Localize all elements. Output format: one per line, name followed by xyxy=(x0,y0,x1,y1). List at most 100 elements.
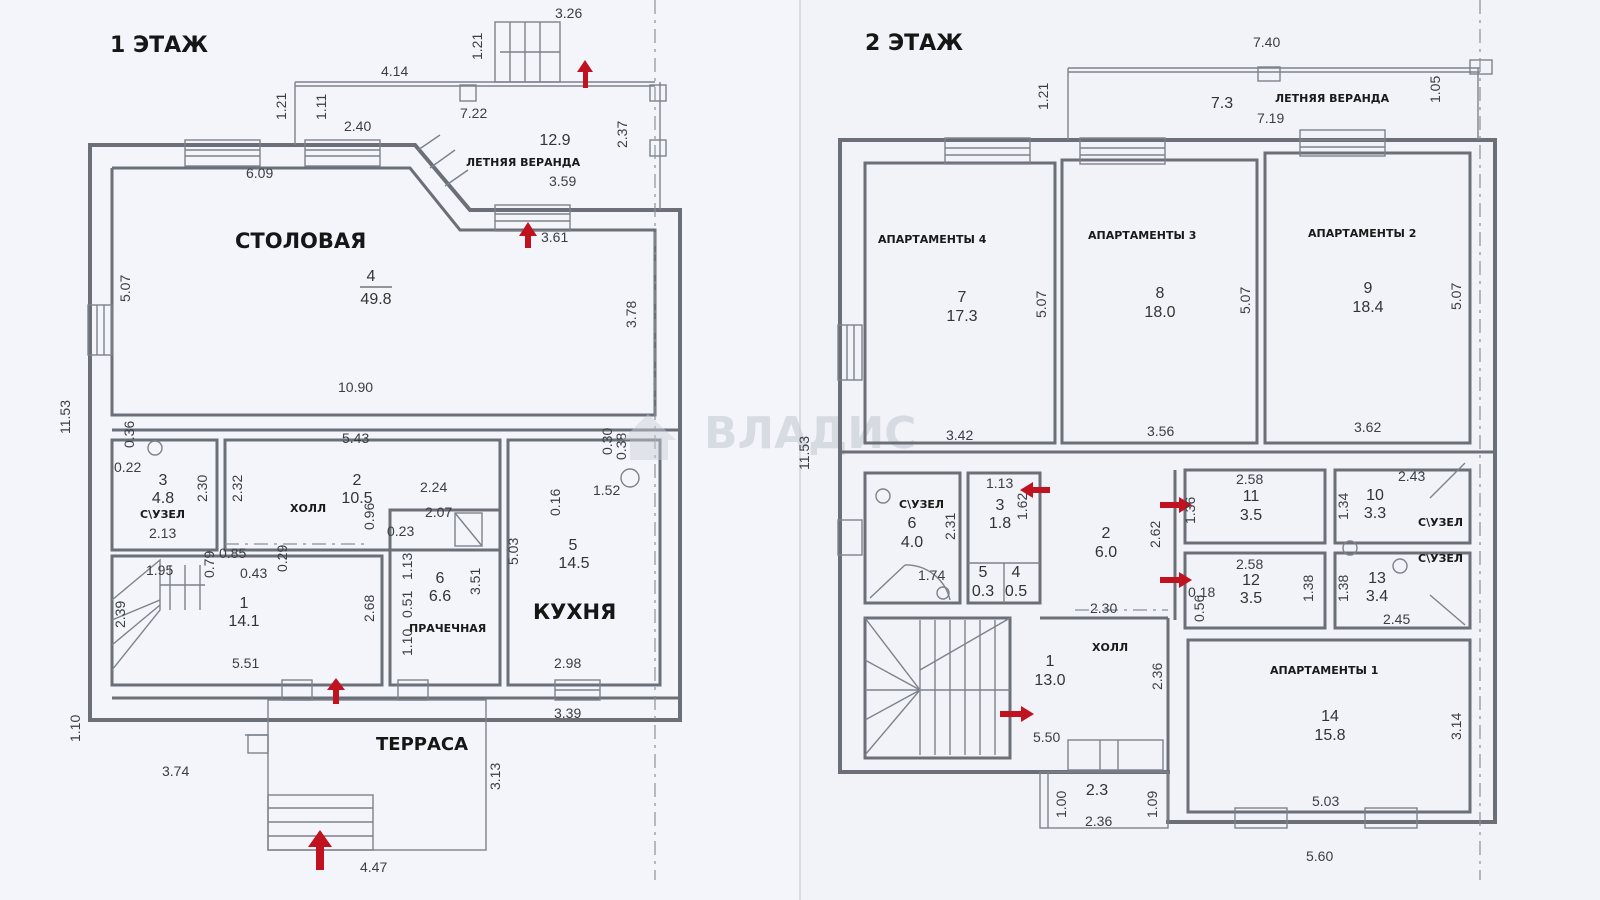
kitchen-area: 14.5 xyxy=(558,555,589,572)
hall1-area: 10.5 xyxy=(341,490,372,507)
svg-text:0.38: 0.38 xyxy=(613,433,629,460)
r3-area: 1.8 xyxy=(989,515,1011,532)
dining-label: СТОЛОВАЯ xyxy=(235,229,366,253)
veranda1-area: 12.9 xyxy=(539,132,570,149)
hall2-num: 1 xyxy=(1046,653,1055,670)
bath6-label: С\УЗЕЛ xyxy=(899,498,944,511)
svg-text:5.07: 5.07 xyxy=(1448,283,1464,310)
watermark-logo xyxy=(622,414,676,460)
svg-text:3.13: 3.13 xyxy=(487,763,503,790)
svg-text:1.05: 1.05 xyxy=(1427,76,1443,103)
floor1-arrows xyxy=(308,60,593,870)
svg-text:2.30: 2.30 xyxy=(1090,600,1117,616)
svg-text:2.62: 2.62 xyxy=(1147,521,1163,548)
svg-text:1.09: 1.09 xyxy=(1144,791,1160,818)
svg-text:0.23: 0.23 xyxy=(387,523,414,539)
svg-text:3.39: 3.39 xyxy=(554,705,581,721)
svg-text:3.14: 3.14 xyxy=(1448,713,1464,740)
apt3-num: 8 xyxy=(1156,285,1165,302)
r12-num: 12 xyxy=(1242,572,1260,589)
svg-text:2.98: 2.98 xyxy=(554,655,581,671)
svg-text:2.13: 2.13 xyxy=(149,525,176,541)
svg-text:1.21: 1.21 xyxy=(273,93,289,120)
hall2-label: ХОЛЛ xyxy=(1092,641,1128,654)
apt1-label: АПАРТАМЕНТЫ 1 xyxy=(1270,664,1378,677)
svg-text:0.18: 0.18 xyxy=(1188,584,1215,600)
r5-num: 5 xyxy=(979,564,988,581)
r13-area: 3.4 xyxy=(1366,588,1388,605)
r10-area: 3.3 xyxy=(1364,505,1386,522)
hall1-label: ХОЛЛ xyxy=(290,502,326,515)
floor2-title: 2 ЭТАЖ xyxy=(865,31,963,56)
r10-label: С\УЗЕЛ xyxy=(1418,516,1463,529)
svg-text:6.09: 6.09 xyxy=(246,165,273,181)
svg-text:7.40: 7.40 xyxy=(1253,34,1280,50)
svg-text:1.38: 1.38 xyxy=(1300,575,1316,602)
r13-label: С\УЗЕЛ xyxy=(1418,552,1463,565)
floor2-panel xyxy=(800,0,1600,900)
apt3-label: АПАРТАМЕНТЫ 3 xyxy=(1088,229,1196,242)
svg-text:5.03: 5.03 xyxy=(505,538,521,565)
svg-text:0.16: 0.16 xyxy=(547,489,563,516)
balcony-area: 2.3 xyxy=(1086,782,1108,799)
svg-text:0.43: 0.43 xyxy=(240,565,267,581)
svg-text:11.53: 11.53 xyxy=(796,436,812,470)
svg-text:1.00: 1.00 xyxy=(1053,791,1069,818)
svg-text:1.62: 1.62 xyxy=(1014,493,1030,520)
svg-text:3.26: 3.26 xyxy=(555,5,582,21)
svg-text:3.61: 3.61 xyxy=(541,229,568,245)
r13-num: 13 xyxy=(1368,570,1386,587)
svg-text:1.36: 1.36 xyxy=(1182,497,1198,524)
svg-text:11.53: 11.53 xyxy=(57,400,73,434)
bath6-num: 6 xyxy=(908,515,917,532)
svg-text:0.96: 0.96 xyxy=(361,503,377,530)
svg-text:1.13: 1.13 xyxy=(986,475,1013,491)
svg-text:3.51: 3.51 xyxy=(467,568,483,595)
svg-text:0.51: 0.51 xyxy=(399,591,415,618)
floor1-dimensions: 3.26 4.14 1.21 1.21 1.11 7.22 2.40 2.37 … xyxy=(57,5,639,875)
svg-text:3.74: 3.74 xyxy=(162,763,189,779)
bath1-num: 3 xyxy=(159,472,168,489)
svg-text:4.47: 4.47 xyxy=(360,859,387,875)
svg-text:5.07: 5.07 xyxy=(1033,291,1049,318)
kitchen-label: КУХНЯ xyxy=(533,600,616,624)
svg-text:2.24: 2.24 xyxy=(420,479,447,495)
svg-text:3.62: 3.62 xyxy=(1354,419,1381,435)
svg-text:2.39: 2.39 xyxy=(112,601,128,628)
svg-text:5.43: 5.43 xyxy=(342,430,369,446)
apt4-label: АПАРТАМЕНТЫ 4 xyxy=(878,233,987,246)
floor1-title: 1 ЭТАЖ xyxy=(110,33,208,58)
svg-text:1.52: 1.52 xyxy=(593,482,620,498)
svg-text:5.50: 5.50 xyxy=(1033,729,1060,745)
apt3-area: 18.0 xyxy=(1144,304,1175,321)
svg-text:0.36: 0.36 xyxy=(121,421,137,448)
svg-text:1.10: 1.10 xyxy=(399,629,415,656)
apt2-area: 18.4 xyxy=(1352,299,1383,316)
svg-text:5.03: 5.03 xyxy=(1312,793,1339,809)
apt4-num: 7 xyxy=(958,289,967,306)
r2-num: 2 xyxy=(1102,525,1111,542)
svg-text:2.30: 2.30 xyxy=(194,475,210,502)
svg-text:1.21: 1.21 xyxy=(1035,83,1051,110)
bath1-area: 4.8 xyxy=(152,490,174,507)
veranda2-label: ЛЕТНЯЯ ВЕРАНДА xyxy=(1275,92,1390,105)
svg-text:7.22: 7.22 xyxy=(460,105,487,121)
svg-text:1.13: 1.13 xyxy=(399,553,415,580)
laundry-num: 6 xyxy=(436,570,445,587)
svg-text:0.22: 0.22 xyxy=(114,459,141,475)
veranda1-label: ЛЕТНЯЯ ВЕРАНДА xyxy=(466,156,581,169)
svg-text:3.42: 3.42 xyxy=(946,427,973,443)
terrace-label: ТЕРРАСА xyxy=(376,734,468,755)
svg-text:2.36: 2.36 xyxy=(1149,663,1165,690)
apt4-area: 17.3 xyxy=(946,308,977,325)
svg-text:2.40: 2.40 xyxy=(344,118,371,134)
svg-text:5.07: 5.07 xyxy=(117,275,133,302)
floor2-walls xyxy=(837,0,1497,880)
svg-text:1.34: 1.34 xyxy=(1335,493,1351,520)
svg-text:3.78: 3.78 xyxy=(623,301,639,328)
svg-text:2.32: 2.32 xyxy=(229,475,245,502)
svg-text:3.59: 3.59 xyxy=(549,173,576,189)
floor2-arrows xyxy=(1000,482,1192,722)
